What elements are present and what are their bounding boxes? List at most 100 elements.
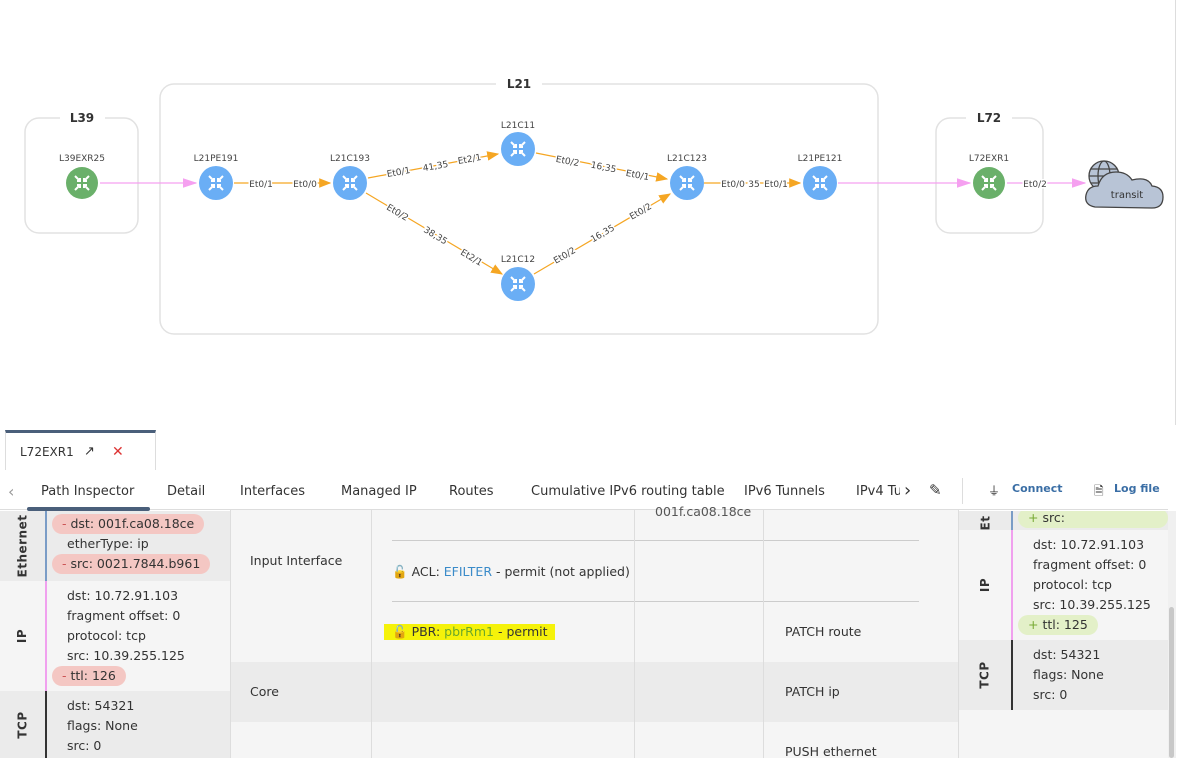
svg-text:Et0/0: Et0/0 [293,180,317,190]
svg-text:L39EXR25: L39EXR25 [59,154,105,164]
group-L72[interactable]: L72 [935,108,1044,234]
section-label: Ethernet [15,514,30,578]
file-icon: 🗎 [1094,484,1104,498]
scrollbar[interactable] [1168,511,1176,758]
svg-text:Et2/1: Et2/1 [458,248,483,269]
svg-text:35: 35 [748,180,759,190]
node-label: transit [1111,190,1143,201]
svg-text:Et2/1: Et2/1 [457,153,482,167]
field: etherType: ip [67,536,149,551]
node-L21C12[interactable]: L21C12 [501,255,535,301]
node-L21C123[interactable]: L21C123 [667,154,707,200]
edges [100,151,1087,275]
stage-core: Core [250,684,279,699]
action-push-ethernet: PUSH ethernet [785,744,877,759]
tab-routes[interactable]: Routes [449,484,494,499]
svg-text:16,35: 16,35 [589,223,616,245]
acl-link[interactable]: EFILTER [443,564,493,579]
edge [535,152,669,182]
svg-text:L21C193: L21C193 [330,154,370,164]
tab-cumulative-ipv6[interactable]: Cumulative IPv6 routing table [531,484,725,499]
pbr-link[interactable]: pbrRm1 [444,624,494,639]
svg-text:L21C11: L21C11 [501,121,535,131]
node-transit[interactable]: transit [1085,160,1164,209]
tab-managed-ip[interactable]: Managed IP [341,484,417,499]
tab-bar: ‹ Path Inspector Detail Interfaces Manag… [0,474,1168,511]
divider [962,478,963,504]
divider [392,540,919,541]
svg-text:L21C12: L21C12 [501,255,535,265]
edge [365,192,504,275]
node-L39EXR25[interactable]: L39EXR25 [59,154,105,199]
svg-text:L72EXR1: L72EXR1 [969,154,1009,164]
divider [634,510,635,758]
pbr-rule: 🔓 PBR: pbrRm1 - permit [384,624,555,640]
field-removed: - dst: 001f.ca08.18ce [52,514,205,534]
stage-table: 001f.ca08.18ce Input Interface 🔓 ACL: EF… [230,504,958,759]
divider [392,601,919,602]
external-link-icon[interactable]: ↗ [84,444,95,459]
field: src: 0 [67,738,102,753]
field: fragment offset: 0 [1033,557,1147,572]
svg-text:Et0/0: Et0/0 [721,180,745,190]
device-tab[interactable]: L72EXR1 ↗ ✕ [5,430,156,470]
field-added: + ttl: 125 [1018,615,1098,635]
svg-text:Et0/1: Et0/1 [249,180,273,190]
node-L21C11[interactable]: L21C11 [501,121,535,166]
svg-text:Et0/2: Et0/2 [628,202,654,223]
tab-interfaces[interactable]: Interfaces [240,484,305,499]
svg-text:L21PE121: L21PE121 [798,154,843,164]
tab-ipv4-tunnels[interactable]: IPv4 Tu [856,484,900,499]
topology-canvas[interactable]: L39 L21 L72 Et0/1 Et0/0 Et0/1 41,35 Et2/… [0,0,1175,425]
node-L21PE191[interactable]: L21PE191 [194,154,239,200]
field: dst: 54321 [1033,647,1101,662]
field: flags: None [1033,667,1104,682]
pencil-icon[interactable]: ✎ [929,481,942,499]
stage-input-interface: Input Interface [250,553,343,568]
svg-text:L21C123: L21C123 [667,154,707,164]
edge [367,151,500,179]
action-patch-route: PATCH route [785,624,862,639]
field: src: 0 [1033,687,1068,702]
log-file-button[interactable]: Log file [1114,482,1160,495]
tab-path-inspector[interactable]: Path Inspector [26,484,151,511]
field-added: + src: 001f.ca08.d897 [1018,511,1168,528]
group-label: L21 [507,77,531,91]
section-label: IP [977,577,992,593]
acl-rule: 🔓 ACL: EFILTER - permit (not applied) [392,564,630,579]
svg-text:Et0/2: Et0/2 [552,246,578,267]
svg-text:Et0/1: Et0/1 [386,166,411,180]
field: dst: 10.72.91.103 [1033,537,1145,552]
connect-button[interactable]: Connect [1012,482,1063,495]
field: src: 10.39.255.125 [1033,597,1151,612]
section-label: TCP [977,661,992,689]
edge [533,193,672,275]
close-icon[interactable]: ✕ [112,443,124,460]
group-L39[interactable]: L39 [24,108,139,234]
svg-text:38,35: 38,35 [421,225,448,247]
node-L21PE121[interactable]: L21PE121 [798,154,843,200]
svg-text:Et0/1: Et0/1 [625,169,650,183]
group-L21[interactable]: L21 [159,74,879,335]
right-ethernet-section: Et + src: 001f.ca08.d897 [959,511,1168,530]
right-ip-section: IP dst: 10.72.91.103 fragment offset: 0 … [959,530,1168,640]
svg-text:Et0/1: Et0/1 [764,180,788,190]
svg-text:Et0/2: Et0/2 [384,203,409,224]
tab-ipv6-tunnels[interactable]: IPv6 Tunnels [744,484,825,499]
group-label: L72 [977,111,1001,125]
topology-border [1175,0,1176,425]
divider [763,510,764,758]
left-ip-section: IP dst: 10.72.91.103 fragment offset: 0 … [0,581,230,691]
tab-detail[interactable]: Detail [167,484,206,499]
field: protocol: tcp [1033,577,1112,592]
chevron-left-icon[interactable]: ‹ [8,482,15,501]
field: flags: None [67,718,138,733]
node-L72EXR1[interactable]: L72EXR1 [969,154,1009,199]
action-patch-ip: PATCH ip [785,684,840,699]
node-L21C193[interactable]: L21C193 [330,154,370,200]
chevron-right-icon[interactable]: › [904,480,912,501]
divider [958,510,959,758]
section-label: IP [15,628,30,644]
svg-text:Et0/2: Et0/2 [555,155,580,169]
unlock-icon: 🔓 [392,564,408,579]
